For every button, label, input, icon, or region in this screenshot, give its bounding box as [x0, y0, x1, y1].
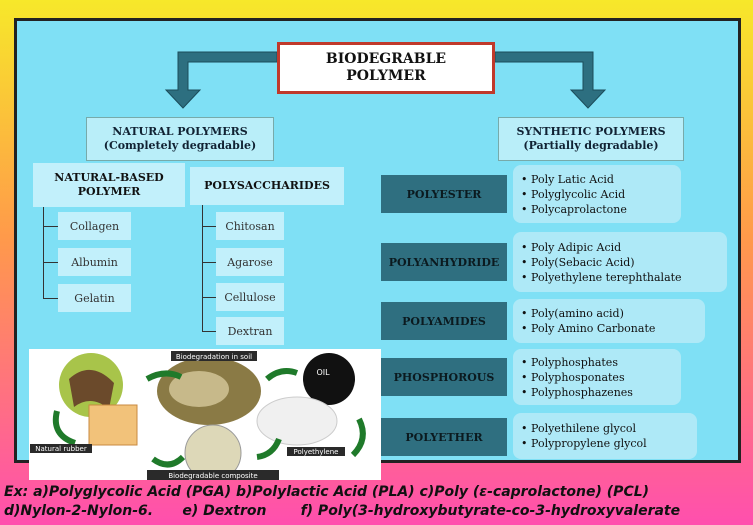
- class-phosphorous: PHOSPHOROUS: [381, 358, 507, 396]
- natural-subtitle: (Completely degradable): [103, 139, 257, 152]
- main-title: BIODEGRABLE POLYMER: [277, 42, 495, 94]
- arrow-left: [164, 51, 278, 109]
- polyethylene-label: Polyethylene: [294, 448, 339, 456]
- leaf-albumin: Albumin: [58, 248, 131, 276]
- class-polyether: POLYETHER: [381, 418, 507, 456]
- leaf-gelatin: Gelatin: [58, 284, 131, 312]
- footer-line-2: d)Nylon-2-Nylon-6. e) Dextron f) Poly(3-…: [4, 503, 681, 519]
- soil-label: Biodegradation in soil: [176, 353, 252, 361]
- cycle-arrow-4: [350, 417, 366, 458]
- oil-image: [303, 353, 355, 405]
- synthetic-subtitle: (Partially degradable): [523, 139, 659, 152]
- composite-label: Biodegradable composite: [168, 472, 257, 480]
- examples-polyester: Poly Latic AcidPolyglycolic AcidPolycapr…: [513, 165, 681, 223]
- synthetic-title: SYNTHETIC POLYMERS: [516, 125, 666, 138]
- leaf-chitosan: Chitosan: [216, 212, 284, 240]
- cycle-arrow-1: [52, 410, 77, 446]
- examples-polyether: Polyethilene glycolPolypropylene glycol: [513, 413, 697, 459]
- sponge-image: [88, 404, 138, 446]
- polysaccharides-box: POLYSACCHARIDES: [190, 167, 344, 205]
- class-polyanhydride: POLYANHYDRIDE: [381, 243, 507, 281]
- examples-phosphorous: PolyphosphatesPolyphosponatesPolyphospha…: [513, 349, 681, 405]
- leaf-agarose: Agarose: [216, 248, 284, 276]
- biodegradation-figure: Biodegradation in soil OIL Natural rubbe…: [29, 349, 381, 480]
- cycle-arrow-6: [265, 368, 299, 382]
- class-polyamides: POLYAMIDES: [381, 302, 507, 340]
- footer-line-1: Ex: a)Polyglycolic Acid (PGA) b)Polylact…: [4, 484, 650, 500]
- synthetic-polymers-box: SYNTHETIC POLYMERS (Partially degradable…: [498, 117, 684, 161]
- class-polyester: POLYESTER: [381, 175, 507, 213]
- examples-polyanhydride: Poly Adipic AcidPoly(Sebacic Acid)Polyet…: [513, 232, 727, 292]
- natural-based-box: NATURAL-BASED POLYMER: [33, 163, 185, 207]
- rubber-label: Natural rubber: [35, 445, 87, 453]
- examples-polyamides: Poly(amino acid)Poly Amino Carbonate: [513, 299, 705, 343]
- cycle-arrow-2: [151, 454, 186, 468]
- leaf-cellulose: Cellulose: [216, 283, 284, 311]
- arrow-right: [494, 51, 607, 109]
- cycle-arrow-3: [256, 437, 282, 460]
- oil-label: OIL: [316, 368, 330, 377]
- natural-title: NATURAL POLYMERS: [112, 125, 248, 138]
- leaf-dextran: Dextran: [216, 317, 284, 345]
- leaf-collagen: Collagen: [58, 212, 131, 240]
- cycle-arrow-5: [145, 370, 183, 382]
- pellets-image: [256, 396, 338, 446]
- natural-polymers-box: NATURAL POLYMERS (Completely degradable): [86, 117, 274, 161]
- composite-image: [184, 424, 242, 480]
